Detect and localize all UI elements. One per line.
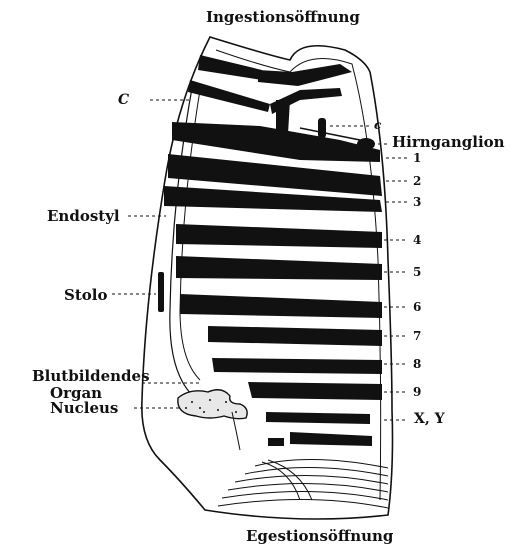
number-1: 1 — [413, 150, 421, 166]
number-4: 4 — [413, 232, 421, 248]
stolo-shape — [158, 272, 164, 312]
number-8: 8 — [413, 356, 421, 372]
label-c: c — [374, 117, 381, 133]
number-2: 2 — [413, 173, 421, 189]
ingestion-label: Ingestionsöffnung — [206, 9, 360, 25]
label-blutbildendes: Blutbildendes — [32, 368, 150, 384]
egestion-hatching — [218, 459, 388, 508]
nucleus-blob — [178, 390, 247, 419]
muscle-bands — [164, 122, 382, 400]
label-xy: X, Y — [414, 411, 445, 427]
number-3: 3 — [413, 194, 421, 210]
lower-bands — [266, 412, 372, 446]
number-9: 9 — [413, 384, 421, 400]
number-7: 7 — [413, 328, 421, 344]
number-5: 5 — [413, 264, 421, 280]
label-C: C — [118, 92, 129, 108]
number-6: 6 — [413, 299, 421, 315]
label-nucleus: Nucleus — [50, 400, 118, 416]
label-hirnganglion: Hirnganglion — [392, 134, 505, 150]
label-stolo: Stolo — [64, 287, 107, 303]
egestion-label: Egestionsöffnung — [246, 528, 393, 544]
label-endostyl: Endostyl — [47, 208, 120, 224]
